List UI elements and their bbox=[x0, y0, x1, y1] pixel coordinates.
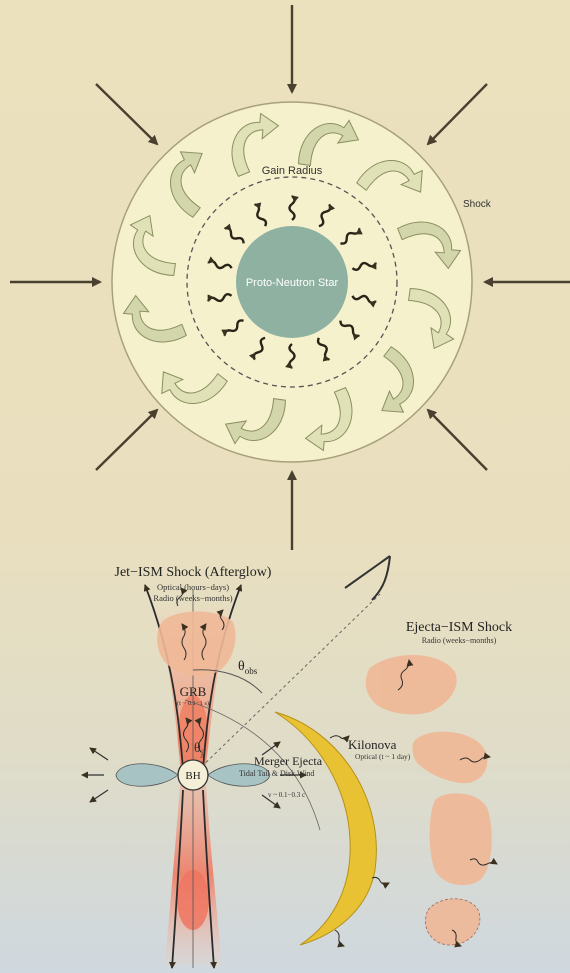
theta-obs-label: θobs bbox=[238, 659, 258, 676]
ejecta-blob-3 bbox=[430, 793, 492, 885]
jet-radio-label: Radio (weeks−months) bbox=[153, 593, 232, 603]
ejecta-blob-4 bbox=[425, 899, 479, 945]
infall-arrow-bottom-right bbox=[428, 410, 487, 470]
infall-arrow-top-left bbox=[96, 84, 157, 144]
merger-ejecta-label: Merger Ejecta bbox=[254, 754, 323, 768]
tidal-label: Tidal Tail & Disk Wind bbox=[239, 769, 314, 778]
disk-lobe-left bbox=[116, 764, 178, 787]
grb-time-label: (t ~ 0.1−1 s) bbox=[177, 700, 209, 707]
kilonova-label: Kilonova bbox=[348, 737, 397, 752]
supernova-panel: Gain Radius Shock Proto-Neutron Star bbox=[10, 5, 570, 550]
kilonova-optical-label: Optical (t ~ 1 day) bbox=[355, 752, 411, 761]
theta-j-subscript: j bbox=[200, 748, 204, 758]
ejecta-blob-1 bbox=[366, 655, 457, 714]
theta-obs-subscript: obs bbox=[245, 666, 258, 676]
bh-label: BH bbox=[185, 770, 200, 782]
pns-label: Proto-Neutron Star bbox=[246, 277, 339, 289]
shock-label: Shock bbox=[463, 199, 492, 210]
infall-arrow-bottom-left bbox=[96, 410, 157, 470]
merger-panel: Jet−ISM Shock (Afterglow) Optical (hours… bbox=[82, 556, 512, 968]
ejecta-ism-title: Ejecta−ISM Shock bbox=[406, 620, 512, 635]
jet-ism-title: Jet−ISM Shock (Afterglow) bbox=[115, 565, 272, 580]
infall-arrow-top-right bbox=[428, 84, 487, 144]
grb-label: GRB bbox=[180, 684, 207, 699]
velocity-label: v ~ 0.1−0.3 c bbox=[268, 791, 305, 799]
gain-radius-label: Gain Radius bbox=[262, 165, 323, 177]
ejecta-blobs bbox=[366, 655, 492, 945]
ejecta-blob-2 bbox=[412, 732, 487, 784]
observer-eye bbox=[345, 556, 390, 600]
jet-optical-label: Optical (hours−days) bbox=[157, 582, 229, 592]
ejecta-radio-label: Radio (weeks−months) bbox=[422, 636, 497, 645]
